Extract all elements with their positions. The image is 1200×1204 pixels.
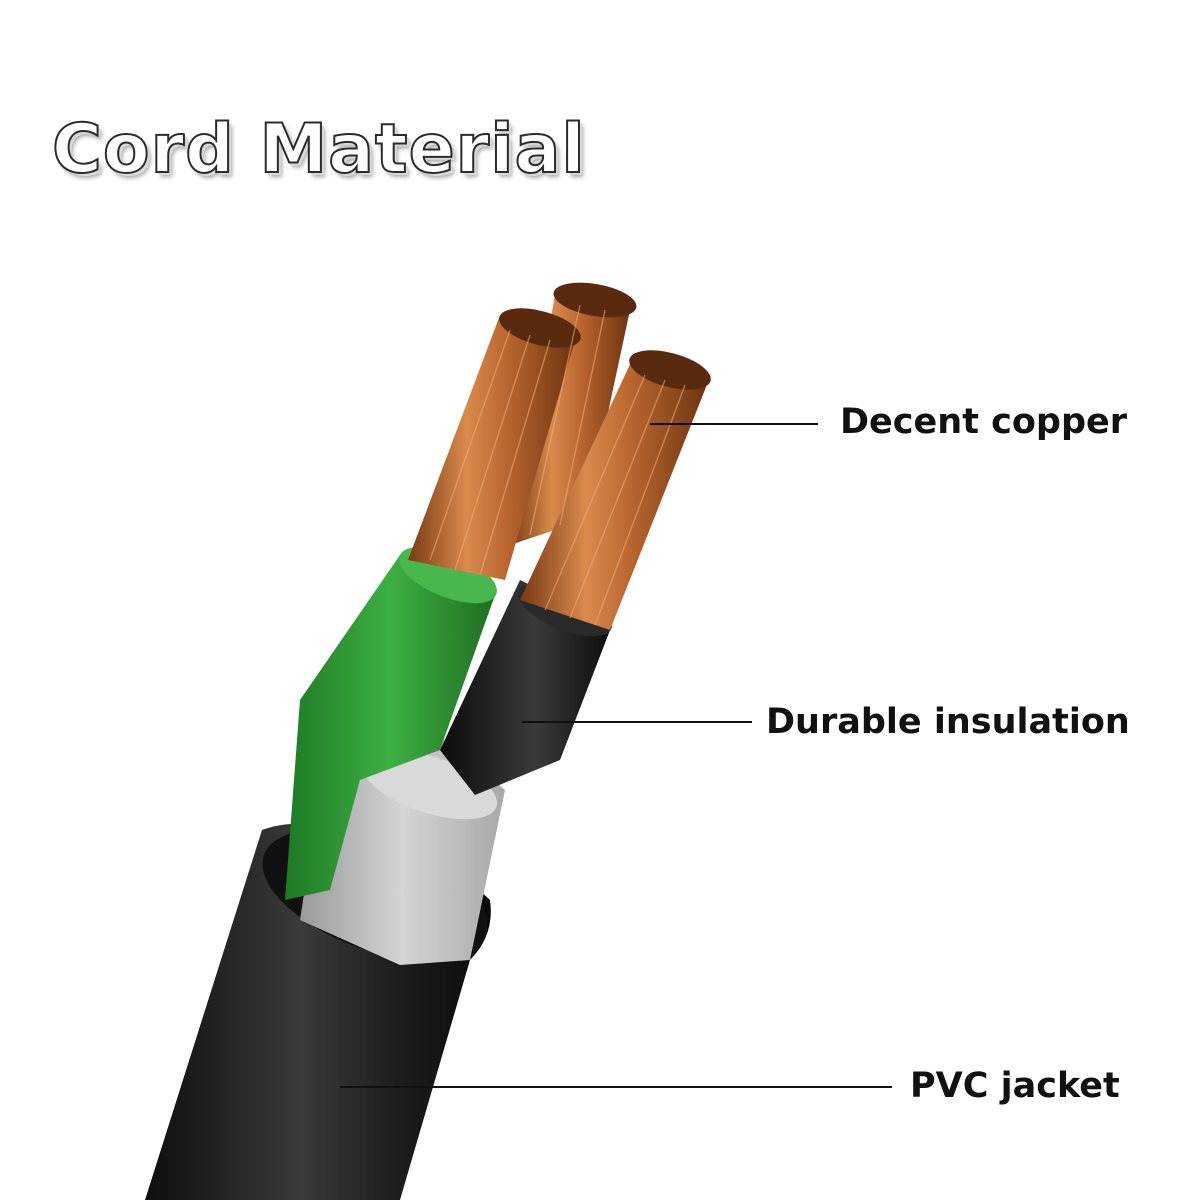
page-title: Cord Material	[51, 109, 586, 190]
jacket-label: PVC jacket	[910, 1066, 1120, 1106]
insulation-label: Durable insulation	[766, 702, 1130, 742]
copper-label: Decent copper	[840, 402, 1128, 442]
